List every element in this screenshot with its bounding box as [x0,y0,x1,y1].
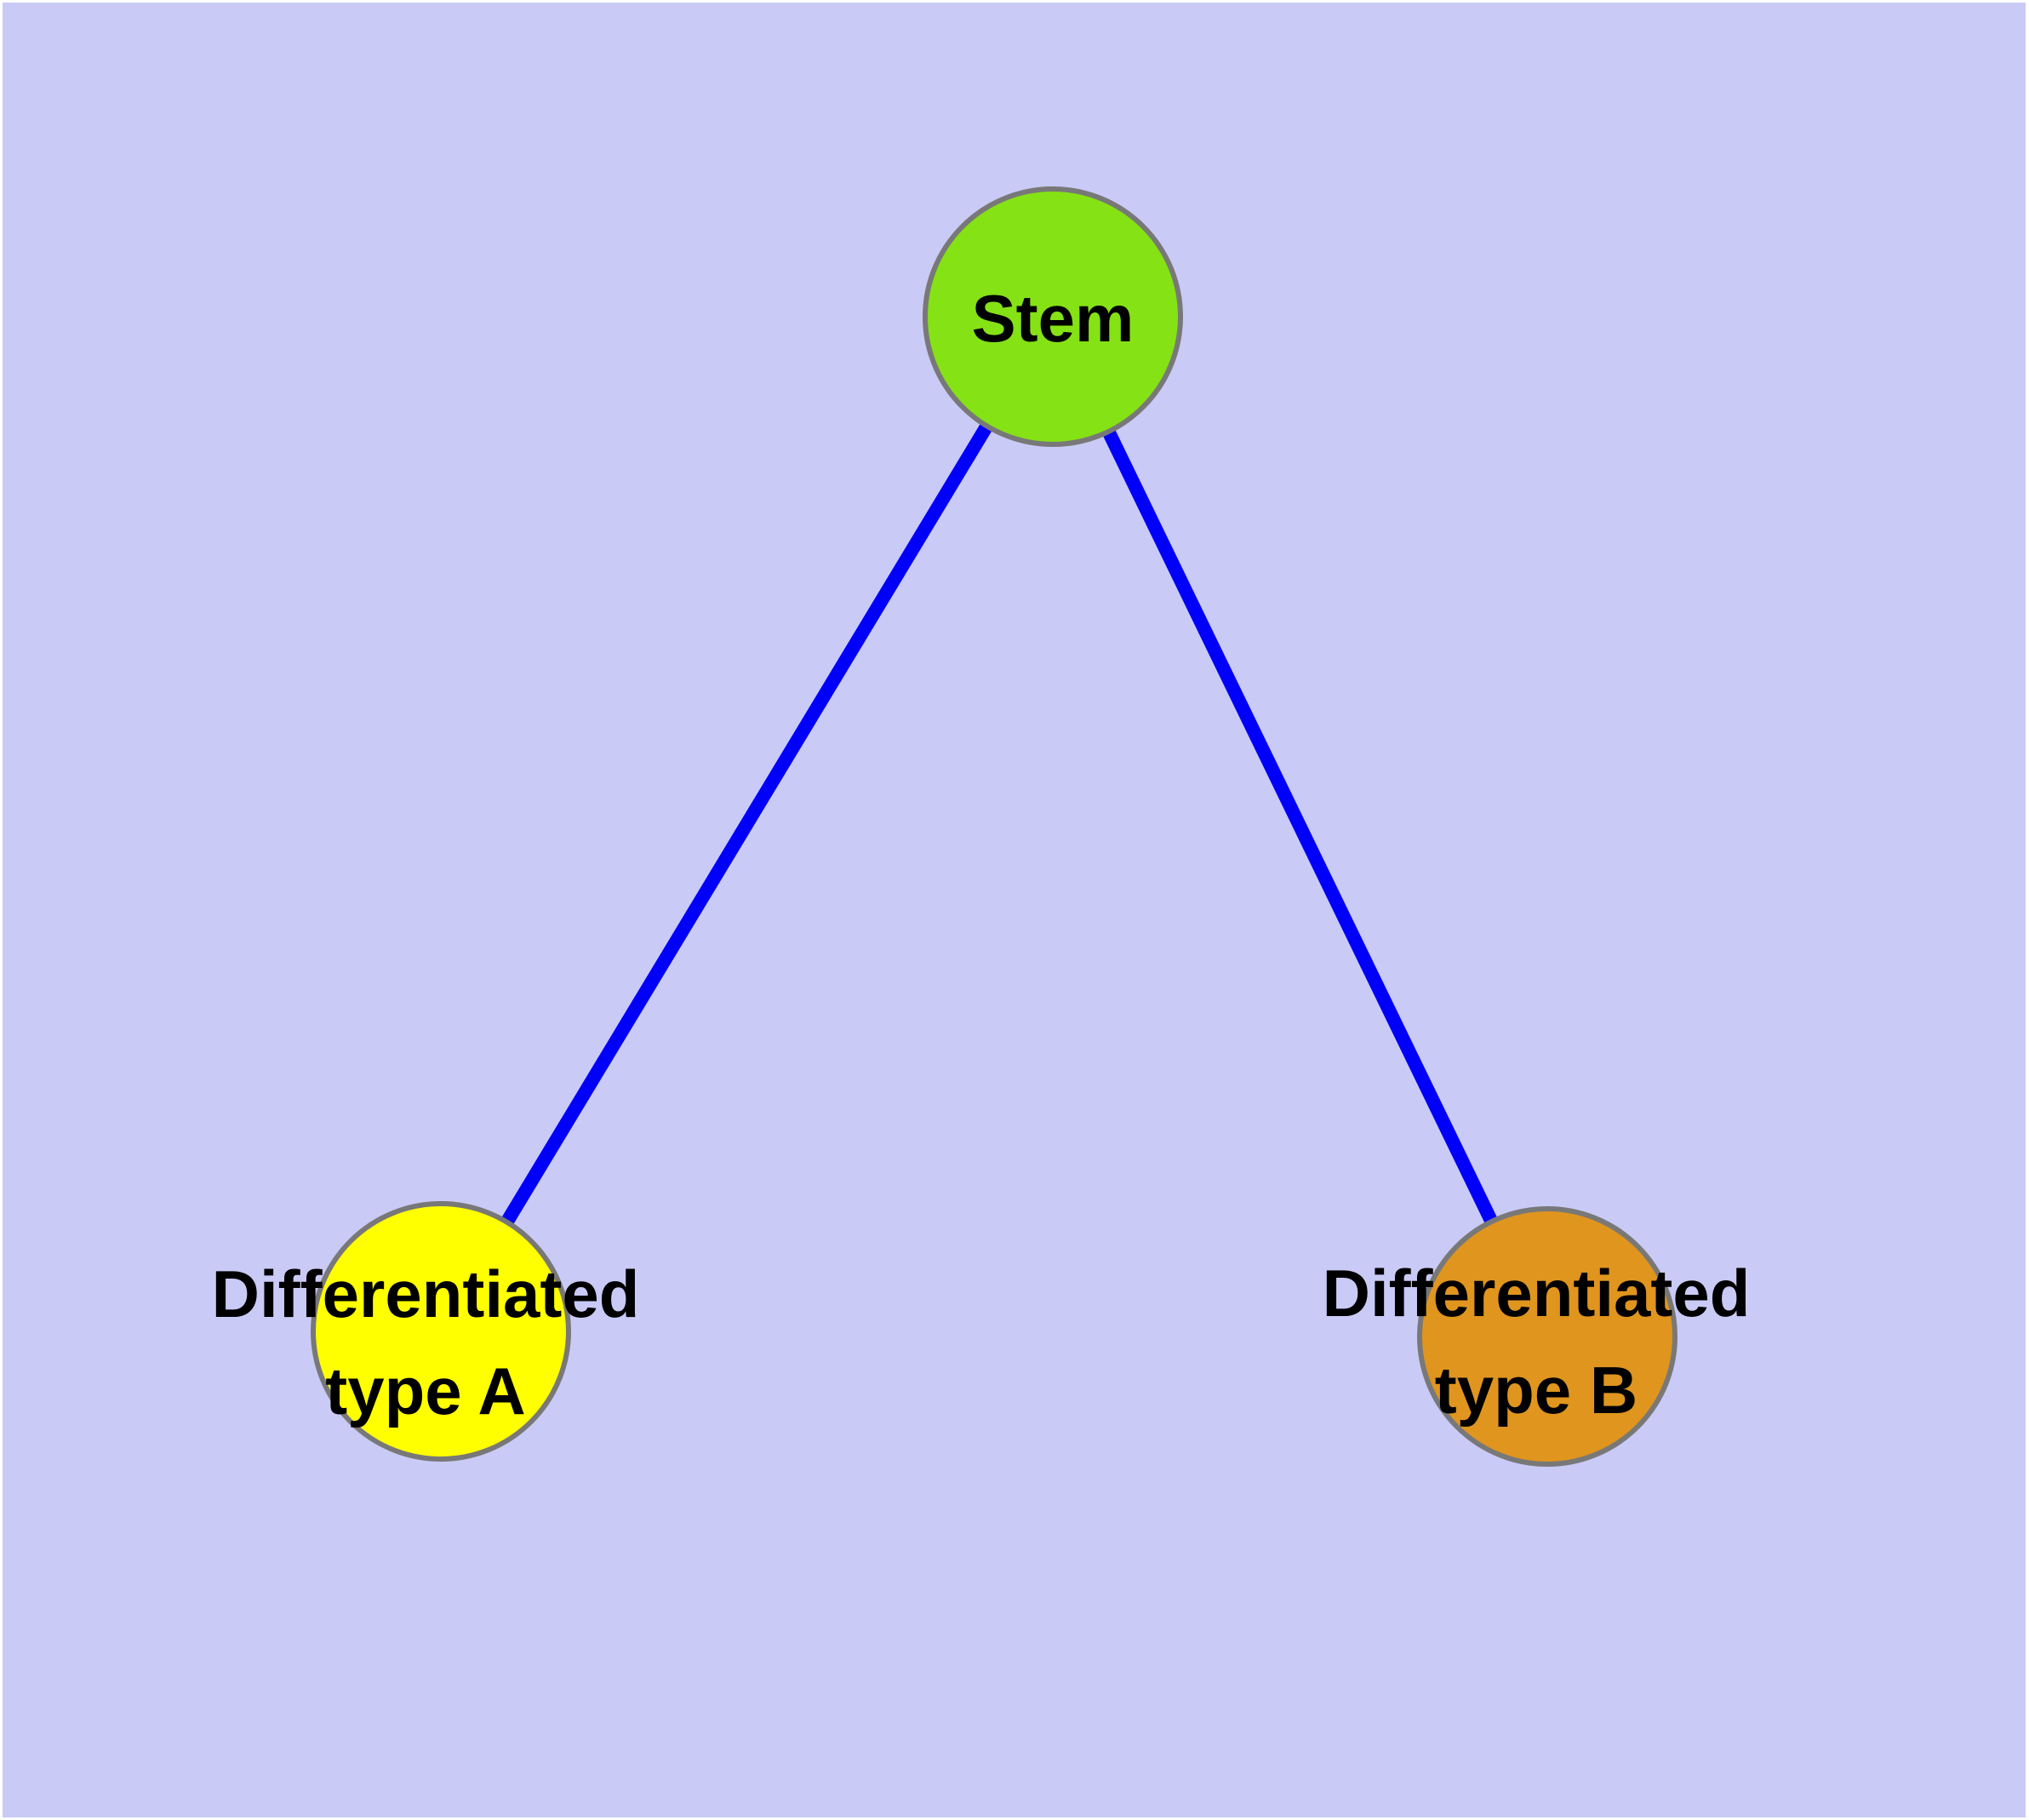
edge-stem-to-type-a [435,312,1059,1336]
node-stem-circle [923,186,1183,447]
node-differentiated-type-b-circle [1417,1206,1677,1467]
node-differentiated-type-a-circle [311,1201,571,1462]
edge-stem-to-type-b [1046,313,1554,1340]
